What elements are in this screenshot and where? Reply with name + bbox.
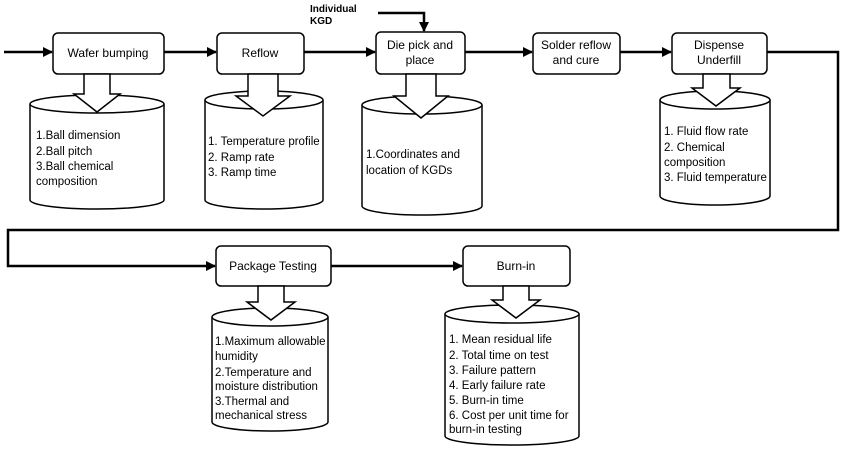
kgd-input-label-line1: Individual	[310, 4, 357, 15]
param-line: mechanical stress	[215, 410, 307, 422]
param-line: 2. Chemical	[664, 142, 725, 154]
param-line: composition	[664, 157, 725, 169]
param-line: composition	[36, 176, 97, 188]
step-label-solder-line1: Solder reflow	[541, 38, 611, 52]
kgd-input-label-line2: KGD	[310, 16, 332, 27]
params-dispense-underfill: 1. Fluid flow rate 2. Chemical compositi…	[664, 126, 767, 184]
step-label-wafer-bumping: Wafer bumping	[68, 46, 149, 60]
param-line: 3. Failure pattern	[449, 365, 536, 377]
params-wafer-bumping: 1.Ball dimension 2.Ball pitch 3.Ball che…	[36, 130, 120, 188]
down-arrow-die-pick-and-place	[391, 73, 451, 119]
step-label-dispense-line2: Underfill	[697, 53, 741, 67]
flow-connectors	[4, 11, 840, 271]
step-box-solder-reflow-and-cure	[532, 32, 621, 75]
step-label-reflow: Reflow	[242, 46, 279, 60]
param-line: 1.Maximum allowable	[215, 336, 326, 348]
down-arrow-package-testing	[244, 285, 298, 321]
down-arrow-burn-in	[489, 285, 543, 319]
parameter-cylinder-wafer-bumping	[29, 94, 165, 210]
param-line: 2.Temperature and	[215, 367, 312, 379]
step-label-solder-line2: and cure	[553, 53, 600, 67]
params-package-testing: 1.Maximum allowable humidity 2.Temperatu…	[215, 336, 326, 422]
step-label-dispense-line1: Dispense	[694, 38, 744, 52]
param-line: 1.Ball dimension	[36, 130, 120, 142]
param-line: 1. Temperature profile	[208, 136, 320, 148]
param-line: 2. Ramp rate	[208, 152, 274, 164]
down-arrow-wafer-bumping	[71, 73, 123, 113]
step-label-package-testing: Package Testing	[229, 259, 317, 273]
param-line: 2. Total time on test	[449, 350, 549, 362]
param-line: 6. Cost per unit time for	[449, 410, 569, 422]
connector-dispense-to-package-testing	[6, 50, 840, 271]
down-arrow-reflow	[233, 73, 293, 117]
param-line: 1. Mean residual life	[449, 334, 552, 346]
param-line: burn-in testing	[449, 424, 522, 436]
param-line: moisture distribution	[215, 381, 318, 393]
param-line: 4. Early failure rate	[449, 380, 546, 392]
param-line: 2.Ball pitch	[36, 146, 92, 158]
param-line: 3. Ramp time	[208, 167, 276, 179]
down-arrow-dispense-underfill	[689, 73, 743, 107]
params-die-pick-and-place: 1.Coordinates and location of KGDs	[366, 149, 460, 177]
param-line: 3.Thermal and	[215, 396, 289, 408]
params-burn-in: 1. Mean residual life 2. Total time on t…	[449, 334, 569, 436]
param-line: 3.Ball chemical	[36, 161, 113, 173]
step-label-burn-in: Burn-in	[497, 259, 536, 273]
step-label-die-pick-line1: Die pick and	[387, 38, 453, 52]
connector-kgd-input	[378, 11, 429, 32]
param-line: humidity	[215, 351, 258, 363]
param-line: 3. Fluid temperature	[664, 172, 767, 184]
param-line: 1.Coordinates and	[366, 149, 460, 161]
params-reflow: 1. Temperature profile 2. Ramp rate 3. R…	[208, 136, 320, 179]
param-line: 1. Fluid flow rate	[664, 126, 748, 138]
param-line: 5. Burn-in time	[449, 395, 524, 407]
step-label-die-pick-line2: place	[406, 53, 435, 67]
param-line: location of KGDs	[366, 165, 453, 177]
